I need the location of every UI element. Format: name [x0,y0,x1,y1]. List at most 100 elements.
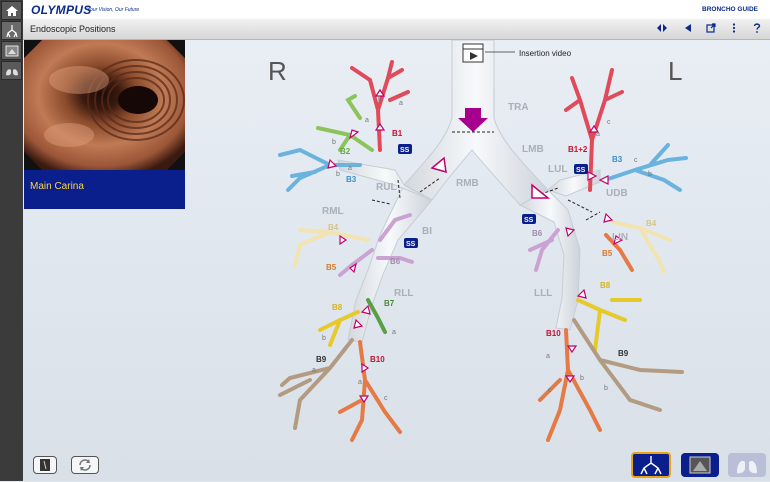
flip-view-icon[interactable] [656,23,668,35]
sub-label-lb10-a: a [546,353,550,360]
brand-bar: OLYMPUS Your Vision, Our Future BRONCHO … [23,0,770,19]
label-rml: RML [322,206,344,217]
label-tra: TRA [508,102,529,113]
left-b8-branches [576,298,642,352]
label-udb: UDB [606,188,628,199]
rmb-arrow [430,156,447,174]
label-b12: B1+2 [568,145,588,154]
screen-title: Endoscopic Positions [30,24,116,34]
camera-view-icon [5,45,18,56]
label-lmb: LMB [522,144,544,155]
tagline: Your Vision, Our Future [87,7,140,13]
left-toolbar [0,0,23,481]
more-options-icon[interactable] [728,23,740,35]
title-bar: Endoscopic Positions [23,19,770,40]
home-icon [5,5,18,16]
lungs-button[interactable] [1,61,22,80]
left-b4-branches [610,220,672,274]
endoscope-image [24,40,185,170]
lmb-arrow [531,183,551,199]
label-b5: B5 [326,263,337,272]
label-b1: B1 [392,129,403,138]
app-title: BRONCHO GUIDE [702,6,758,13]
label-left-b10: B10 [546,329,561,338]
right-b7-branches [366,298,387,334]
label-lul: LUL [548,164,567,175]
ss-badge-left-lower[interactable]: SS [524,217,534,224]
olympus-logo: OLYMPUS [31,3,92,17]
right-b5-b6-branches [338,213,414,277]
sub-label-b1-b: b [378,96,382,103]
refresh-button[interactable] [71,456,99,474]
insertion-direction-arrow [458,108,488,132]
sub-label-b3-b: b [336,171,340,178]
insertion-video-icon[interactable] [462,43,484,63]
back-icon[interactable] [682,23,694,35]
label-left-b4: B4 [646,219,657,228]
bronchial-tree-button[interactable] [1,21,22,40]
lungs-icon [5,65,18,75]
label-left-b3: B3 [612,155,623,164]
sub-label-b9-a: a [312,367,316,374]
label-b8: B8 [332,303,343,312]
left-b10-branches [538,328,602,442]
ss-badge-right-upper[interactable]: SS [400,147,410,154]
label-lll: LLL [534,288,552,299]
position-label-bar: Main Carina [24,170,185,209]
sub-label-b10-a: a [358,379,362,386]
help-icon[interactable] [751,23,763,35]
right-b3-branches [278,147,362,192]
position-label: Main Carina [30,181,84,192]
sub-label-lb3-b: b [648,171,652,178]
lungs-icon [737,456,757,474]
label-b9: B9 [316,355,327,364]
sub-label-b10-c: c [384,395,388,402]
sub-label-lb10-c: c [548,387,552,394]
right-b1-branches [350,60,410,152]
bronchial-tree-mode-button[interactable] [631,452,671,478]
left-b6-branches [528,228,560,272]
ss-badge-right-lower[interactable]: SS [406,241,416,248]
right-side-letter: R [268,56,287,86]
endoscope-mode-button[interactable] [681,453,719,477]
left-side-letter: L [668,56,683,86]
left-b9-branches [572,318,684,412]
label-b4: B4 [328,223,339,232]
right-b8-branches [318,310,360,347]
sub-label-b2-a: a [365,117,369,124]
label-b10: B10 [370,355,385,364]
right-b4-branches [293,228,370,267]
left-b3-branches [603,143,688,192]
label-rll: RLL [394,288,413,299]
notes-button[interactable] [33,456,57,474]
label-left-b9: B9 [618,349,629,358]
ss-badge-left-upper[interactable]: SS [576,167,586,174]
bronchi-icon [640,456,662,475]
sub-label-b7-a: a [392,329,396,336]
lungs-mode-button[interactable] [728,453,766,477]
label-b7: B7 [384,299,395,308]
right-b9-branches [278,338,354,430]
label-rmb: RMB [456,178,479,189]
external-link-icon[interactable] [705,23,717,35]
left-b5-branches [604,233,634,272]
sub-label-b1-a: a [399,100,403,107]
left-b12-branches [564,68,624,192]
home-button[interactable] [1,1,22,20]
refresh-icon [79,459,91,471]
branch-arrows [327,88,624,404]
endoscope-view-button[interactable] [1,41,22,60]
bronchi-icon [5,24,18,37]
sub-label-b12-a: a [596,131,600,138]
bronchial-tree-diagram: TRA LMB RMB RUL BI RML RLL LUL UDB LIN L… [278,40,688,442]
label-rul: RUL [376,182,397,193]
label-left-b5: B5 [602,249,613,258]
label-bi: BI [422,226,432,237]
label-b3: B3 [346,175,357,184]
sub-label-b2-b: b [332,139,336,146]
sub-label-lb3-c: c [634,157,638,164]
sub-label-b3-a: a [348,165,352,172]
label-insertion-video[interactable]: Insertion video [519,49,572,58]
sub-label-b12-c: c [607,119,611,126]
notebook-icon [40,459,50,471]
